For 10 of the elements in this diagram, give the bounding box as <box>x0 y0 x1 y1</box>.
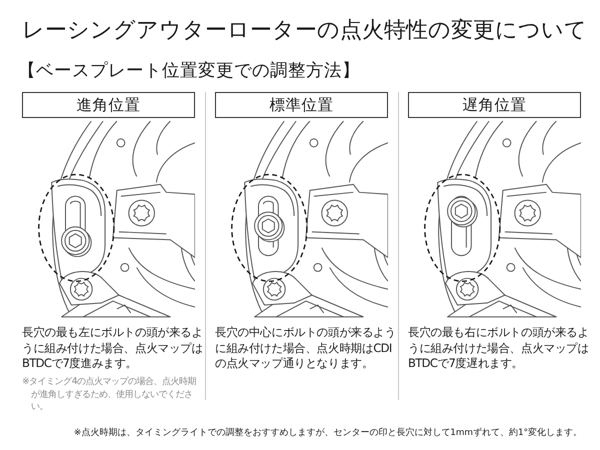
subtitle: 【ベースプレート位置変更での調整方法】 <box>18 60 360 83</box>
description-text: 長穴の中心にボルトの頭が来るように組み付けた場合、点火時期はCDIの点火マップ通りとなります。 <box>215 325 397 372</box>
panel-heading: 進角位置 <box>22 92 195 118</box>
panel-heading: 遅角位置 <box>408 92 581 118</box>
footnote: ※点火時期は、タイミングライトでの調整をおすすめしますが、センターの印と長穴に対して1mmずれて、約1°変化します。 <box>74 426 582 440</box>
panel-heading: 標準位置 <box>215 92 388 118</box>
description-text: 長穴の最も右にボルトの頭が来るように組み付けた場合、点火マップはBTDCで7度遅れます。 <box>408 325 590 372</box>
note-text: ※タイミング4の点火マップの場合、点火時期が進角しすぎるため、使用しないでください。 <box>22 376 198 414</box>
description-text: 長穴の最も左にボルトの頭が来るように組み付けた場合、点火マップはBTDCで7度進みます。 <box>22 325 204 372</box>
title: レーシングアウターローターの点火特性の変更について <box>22 17 587 45</box>
